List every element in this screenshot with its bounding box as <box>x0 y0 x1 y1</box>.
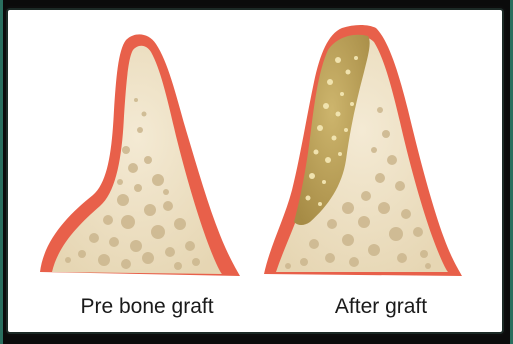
pre-graft-ridge <box>40 34 240 276</box>
after-graft-label: After graft <box>306 295 456 319</box>
diagram-frame: Pre bone graft After graft <box>8 10 502 332</box>
pre-graft-label: Pre bone graft <box>62 295 232 319</box>
left-edge-accent <box>0 0 3 344</box>
after-graft-ridge <box>264 25 462 276</box>
bone-graft-illustration <box>8 10 502 332</box>
pre-bone <box>52 46 222 274</box>
